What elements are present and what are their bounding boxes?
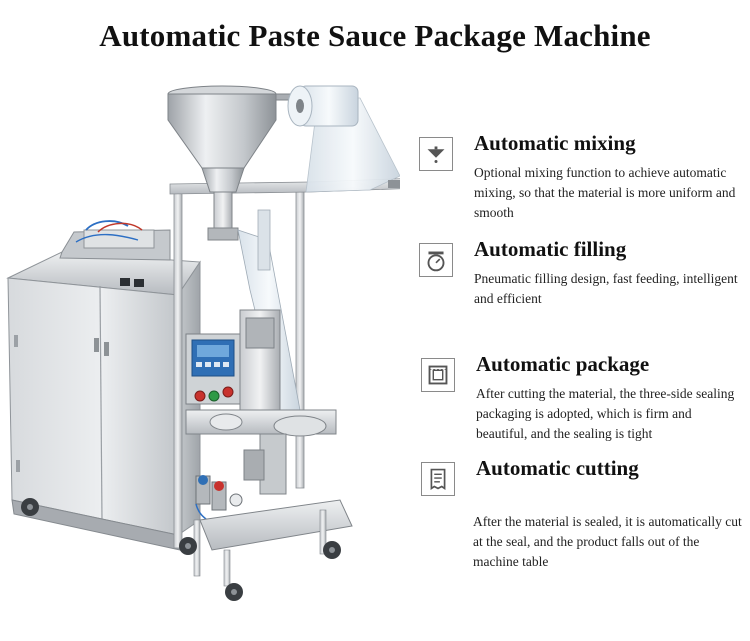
- feature-heading: Automatic mixing: [474, 131, 636, 155]
- film-package-icon: [421, 358, 455, 392]
- page-title: Automatic Paste Sauce Package Machine: [99, 18, 651, 53]
- weighing-scale-icon: [419, 243, 453, 277]
- feature-heading: Automatic filling: [474, 237, 627, 261]
- feature-description: After the material is sealed, it is auto…: [473, 514, 742, 569]
- feature-heading: Automatic cutting: [476, 456, 639, 480]
- mixing-bowl-icon: [419, 137, 453, 171]
- receipt-cutting-icon: [421, 462, 455, 496]
- feature-description: Optional mixing function to achieve auto…: [474, 165, 736, 220]
- feature-description: After cutting the material, the three-si…: [476, 386, 735, 441]
- feature-heading: Automatic package: [476, 352, 650, 376]
- feature-description: Pneumatic filling design, fast feeding, …: [474, 271, 738, 306]
- packaging-machine-illustration: [6, 85, 400, 601]
